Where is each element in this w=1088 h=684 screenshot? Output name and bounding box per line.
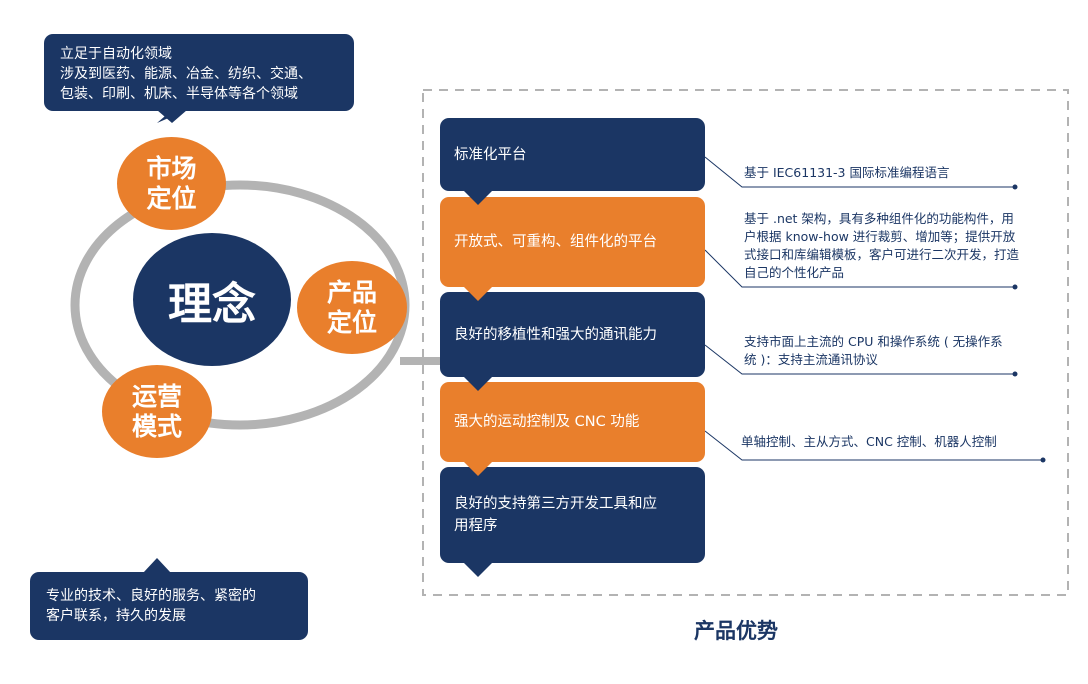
top-callout-pointer (157, 110, 187, 123)
node-label: 运营 (131, 381, 182, 411)
advantage-desc-1: 基于 IEC61131-3 国际标准编程语言 (744, 165, 950, 180)
node-product: 产品定位 (297, 261, 407, 354)
advantages-title: 产品优势 (694, 619, 778, 643)
node-label: 定位 (326, 307, 377, 337)
advantage-box-4: 强大的运动控制及 CNC 功能 (440, 382, 705, 476)
advantage-label: 开放式、可重构、组件化的平台 (454, 234, 657, 250)
callout-line: 包装、印刷、机床、半导体等各个领域 (60, 86, 298, 102)
advantage-desc-2: 基于 .net 架构，具有多种组件化的功能构件，用户根据 know-how 进行… (744, 211, 1020, 280)
leader-line-3 (704, 344, 1015, 375)
advantage-box-1: 标准化平台 (440, 118, 705, 205)
advantage-box-5: 良好的支持第三方开发工具和应用程序 (440, 467, 705, 577)
advantage-label: 强大的运动控制及 CNC 功能 (454, 414, 640, 430)
advantage-label: 标准化平台 (454, 146, 527, 163)
advantage-label: 良好的支持第三方开发工具和应用程序 (454, 496, 657, 534)
node-label: 模式 (131, 411, 182, 441)
node-operations: 运营模式 (102, 365, 212, 458)
advantage-box-3: 良好的移植性和强大的通讯能力 (440, 292, 705, 391)
node-market: 市场定位 (117, 137, 226, 230)
leader-line-1 (704, 156, 1015, 188)
dashed-frame (422, 89, 1069, 596)
callout-line: 立足于自动化领域 (60, 46, 172, 62)
callout-line: 涉及到医药、能源、冶金、纺织、交通、 (60, 66, 312, 82)
node-label: 市场 (146, 153, 197, 183)
center-concept: 理念 (133, 233, 291, 366)
leader-line-2 (704, 249, 1015, 288)
node-label: 定位 (146, 183, 197, 213)
callout-line: 专业的技术、良好的服务、紧密的 (46, 588, 256, 604)
callout-line: 客户联系，持久的发展 (46, 608, 186, 624)
leader-line-4 (704, 430, 1043, 461)
center-label: 理念 (168, 278, 256, 330)
operations-callout: 专业的技术、良好的服务、紧密的 客户联系，持久的发展 (30, 572, 308, 640)
node-label: 产品 (326, 277, 377, 307)
market-callout: 立足于自动化领域 涉及到医药、能源、冶金、纺织、交通、 包装、印刷、机床、半导体… (44, 34, 354, 111)
bottom-callout-pointer (143, 558, 171, 573)
advantage-desc-4: 单轴控制、主从方式、CNC 控制、机器人控制 (741, 434, 997, 449)
advantage-box-2: 开放式、可重构、组件化的平台 (440, 197, 705, 301)
advantage-desc-3: 支持市面上主流的 CPU 和操作系统 ( 无操作系统 )：支持主流通讯协议 (744, 334, 1003, 367)
advantage-label: 良好的移植性和强大的通讯能力 (454, 326, 657, 343)
